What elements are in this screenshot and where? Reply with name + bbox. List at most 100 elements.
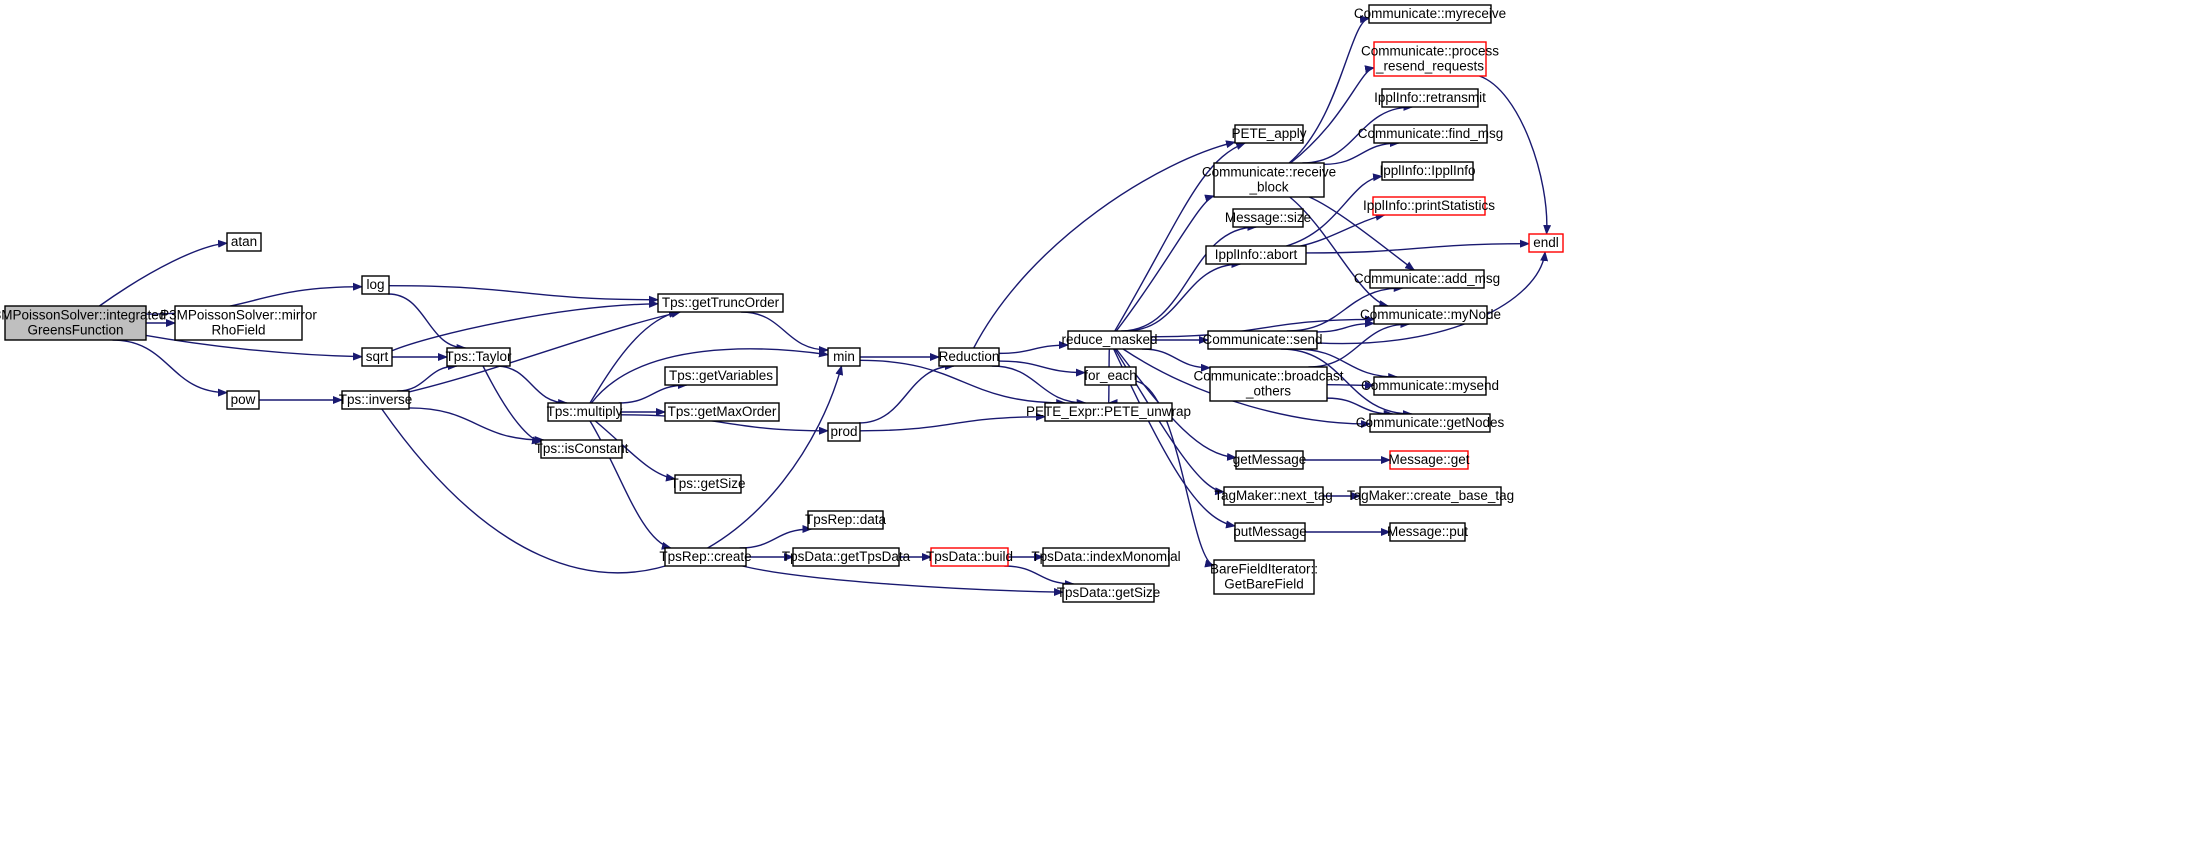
node-label: P3MPoissonSolver::mirror (160, 308, 317, 323)
node-min[interactable]: min (827, 347, 861, 367)
node-label: TpsData::getTpsData (782, 549, 911, 564)
node-label: IpplInfo::abort (1215, 247, 1298, 262)
node-nextTag[interactable]: TagMaker::next_tag (1214, 486, 1333, 506)
node-label: IpplInfo::IpplInfo (1379, 163, 1475, 178)
node-atan[interactable]: atan (226, 232, 262, 252)
node-endl[interactable]: endl (1528, 233, 1564, 253)
node-label: GetBareField (1224, 577, 1304, 592)
edge-inverse-to-getTrunc (408, 310, 682, 393)
edge-arrow (482, 365, 542, 445)
node-recvBlock[interactable]: Communicate::receive_block (1202, 162, 1336, 198)
edge-inverse-to-taylor (397, 362, 458, 392)
node-box (827, 347, 861, 367)
node-ipplInfo[interactable]: IpplInfo::IpplInfo (1379, 161, 1476, 181)
node-getVars[interactable]: Tps::getVariables (664, 366, 778, 386)
node-box (1232, 208, 1304, 228)
node-mysend[interactable]: Communicate::mysend (1361, 376, 1499, 396)
node-box (1067, 330, 1152, 350)
edge-multiply-to-repCreate (589, 420, 672, 550)
node-box (361, 347, 393, 367)
edge-arrow (973, 140, 1236, 349)
node-box (540, 439, 623, 459)
node-retransmit[interactable]: IpplInfo::retransmit (1374, 88, 1486, 108)
edge-arrow (1316, 319, 1375, 333)
node-log[interactable]: log (361, 275, 390, 295)
node-getTrunc[interactable]: Tps::getTruncOrder (657, 293, 784, 313)
node-box (226, 390, 260, 410)
edge-arrow (739, 525, 813, 549)
node-box (1209, 366, 1328, 402)
edge-root-to-pow (112, 339, 228, 397)
node-pow[interactable]: pow (226, 390, 260, 410)
node-getTpsData[interactable]: TpsData::getTpsData (782, 547, 911, 567)
node-addMsg[interactable]: Communicate::add_msg (1354, 269, 1500, 289)
node-putMessage[interactable]: putMessage (1233, 522, 1307, 542)
edge-arrow (98, 239, 228, 307)
node-reduceMasked[interactable]: reduce_masked (1061, 330, 1158, 350)
node-label: Communicate::receive (1202, 165, 1336, 180)
edge-log-to-taylor (388, 293, 467, 352)
node-peteUnwrap[interactable]: PETE_Expr::PETE_unwrap (1026, 402, 1191, 422)
node-repCreate[interactable]: TpsRep::create (659, 547, 752, 567)
edge-multiply-to-getTrunc (589, 309, 679, 404)
node-box (1084, 366, 1137, 386)
node-root[interactable]: P3MPoissonSolver::integratedGreensFuncti… (0, 305, 166, 341)
edge-reduceMasked-to-msgSize (1121, 223, 1258, 332)
node-peteApply[interactable]: PETE_apply (1231, 124, 1307, 144)
node-reduction[interactable]: Reduction (938, 347, 1000, 367)
node-baseTag[interactable]: TagMaker::create_base_tag (1347, 486, 1514, 506)
node-inverse[interactable]: Tps::inverse (339, 390, 413, 410)
node-msgPut[interactable]: Message::put (1387, 522, 1468, 542)
node-broadcast[interactable]: Communicate::broadcast_others (1193, 366, 1344, 402)
node-getMessage[interactable]: getMessage (1233, 450, 1307, 470)
edge-taylor-to-isConst (482, 365, 542, 445)
node-box (827, 422, 861, 442)
edge-arrow (408, 407, 545, 444)
edge-arrow (589, 420, 672, 550)
edge-arrow (1326, 381, 1375, 390)
node-dataGetSize[interactable]: TpsData::getSize (1057, 583, 1161, 603)
node-getSize[interactable]: Tps::getSize (670, 474, 746, 494)
node-bareField[interactable]: BareFieldIterator::GetBareField (1210, 559, 1318, 595)
node-build[interactable]: TpsData::build (926, 547, 1013, 567)
edge-reduceMasked-to-broadcast (1142, 348, 1211, 372)
edge-arrow (1125, 260, 1242, 332)
node-indexMono[interactable]: TpsData::indexMonomial (1031, 547, 1181, 567)
node-forEach[interactable]: for_each (1084, 366, 1137, 386)
node-box (1373, 124, 1488, 144)
edge-arrow (742, 565, 1064, 596)
node-multiply[interactable]: Tps::multiply (547, 402, 623, 422)
node-msgGet[interactable]: Message::get (1388, 450, 1470, 470)
node-printStats[interactable]: IpplInfo::printStatistics (1363, 196, 1495, 216)
node-box (1528, 233, 1564, 253)
edge-taylor-to-multiply (495, 365, 569, 407)
edge-arrow (858, 362, 955, 424)
edge-arrow (495, 365, 569, 407)
node-getNodes[interactable]: Communicate::getNodes (1356, 413, 1505, 433)
node-taylor[interactable]: Tps::Taylor (445, 347, 512, 367)
node-label: Tps::getTruncOrder (662, 295, 780, 310)
node-myreceive[interactable]: Communicate::myreceive (1354, 4, 1506, 24)
node-box (1389, 522, 1466, 542)
node-myNode[interactable]: Communicate::myNode (1360, 305, 1501, 325)
node-prod[interactable]: prod (827, 422, 861, 442)
node-box (1369, 413, 1491, 433)
edge-arrow (741, 311, 829, 354)
edge-reduceMasked-to-putMessage (1113, 348, 1236, 529)
node-resend[interactable]: Communicate::process_resend_requests (1361, 41, 1499, 77)
node-findMsg[interactable]: Communicate::find_msg (1358, 124, 1504, 144)
edge-arrow (1288, 15, 1370, 164)
node-getMaxOrder[interactable]: Tps::getMaxOrder (664, 402, 780, 422)
node-msgSize[interactable]: Message::size (1225, 208, 1311, 228)
edge-arrow (1302, 103, 1414, 164)
node-sqrt[interactable]: sqrt (361, 347, 393, 367)
node-repData[interactable]: TpsRep::data (805, 510, 887, 530)
node-isConst[interactable]: Tps::isConstant (535, 439, 629, 459)
node-label: TagMaker::create_base_tag (1347, 488, 1514, 503)
edge-arrow (1300, 212, 1386, 247)
node-label: Tps::getVariables (669, 368, 773, 383)
node-send[interactable]: Communicate::send (1202, 330, 1323, 350)
node-label: Communicate::send (1202, 332, 1322, 347)
node-abort[interactable]: IpplInfo::abort (1205, 245, 1307, 265)
